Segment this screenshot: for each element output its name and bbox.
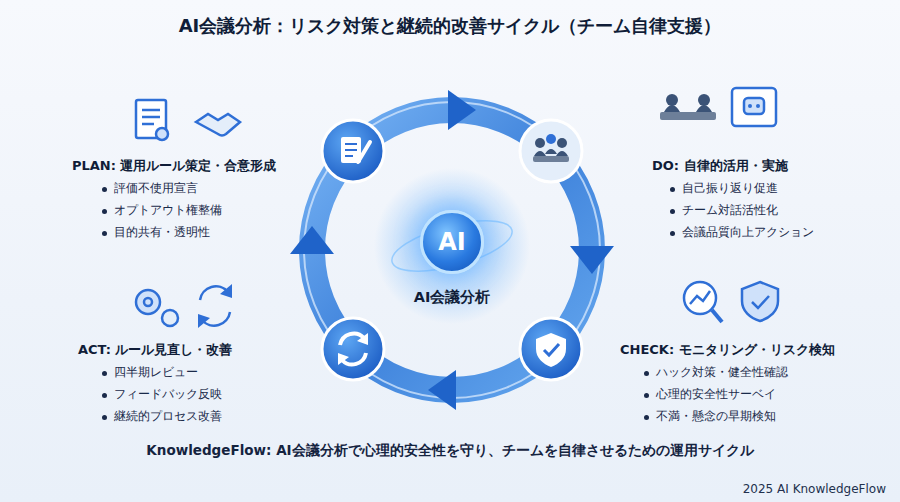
diagram-caption: KnowledgeFlow: AI会議分析で心理的安全性を守り、チームを自律させ… [0,442,900,460]
bullet-item: 継続的プロセス改善 [100,408,222,425]
phase-heading: PLAN: 運用ルール策定・合意形成 [72,157,276,175]
bullet-item: 心理的安全性サーベイ [642,386,776,403]
bullet-dot [670,231,675,236]
bullet-dot [102,393,107,398]
bullet-item: 目的共有・透明性 [100,224,210,241]
bullet-dot [102,231,107,236]
check-icons [684,282,778,322]
bullet-dot [670,209,675,214]
center-circle: AI AI会議分析 [372,180,532,340]
cycle-ring [312,110,592,390]
bullet-item: 会議品質向上アクション [668,224,814,241]
ring-icon-check [520,318,582,380]
phase-heading: ACT: ルール見直し・改善 [78,341,232,359]
bullet-dot [102,415,107,420]
phase-heading: DO: 自律的活用・実施 [652,157,788,175]
bullet-item: オプトアウト権整備 [100,202,222,219]
bullet-item: 評価不使用宣言 [100,180,198,197]
bullet-item: フィードバック反映 [100,386,222,403]
bullet-dot [644,393,649,398]
bullet-dot [102,371,107,376]
footer-note: 2025 AI KnowledgeFlow [743,482,886,496]
bullet-dot [644,415,649,420]
ring-icon-do [520,120,582,182]
center-glow [374,168,530,324]
plan-icons [136,100,240,140]
ring-icon-plan [322,120,384,182]
ring-icon-act [322,318,384,380]
act-icons [136,284,232,328]
bullet-item: チーム対話活性化 [668,202,778,219]
ring-arrowheads [290,90,614,410]
center-label: AI会議分析 [414,288,491,307]
bullet-item: 四半期レビュー [100,364,198,381]
ai-badge: AI [420,210,484,274]
bullet-dot [644,371,649,376]
bullet-item: 自己振り返り促進 [668,180,778,197]
bullet-item: ハック対策・健全性確認 [642,364,788,381]
bullet-item: 不満・懸念の早期検知 [642,408,776,425]
do-icons [660,88,776,126]
diagram-title: AI会議分析：リスク対策と継続的改善サイクル（チーム自律支援） [0,14,900,38]
bullet-dot [102,209,107,214]
bullet-dot [670,187,675,192]
ring-highlight [304,102,600,398]
phase-heading: CHECK: モニタリング・リスク検知 [620,341,835,359]
bullet-dot [102,187,107,192]
orbit-line [387,211,517,282]
